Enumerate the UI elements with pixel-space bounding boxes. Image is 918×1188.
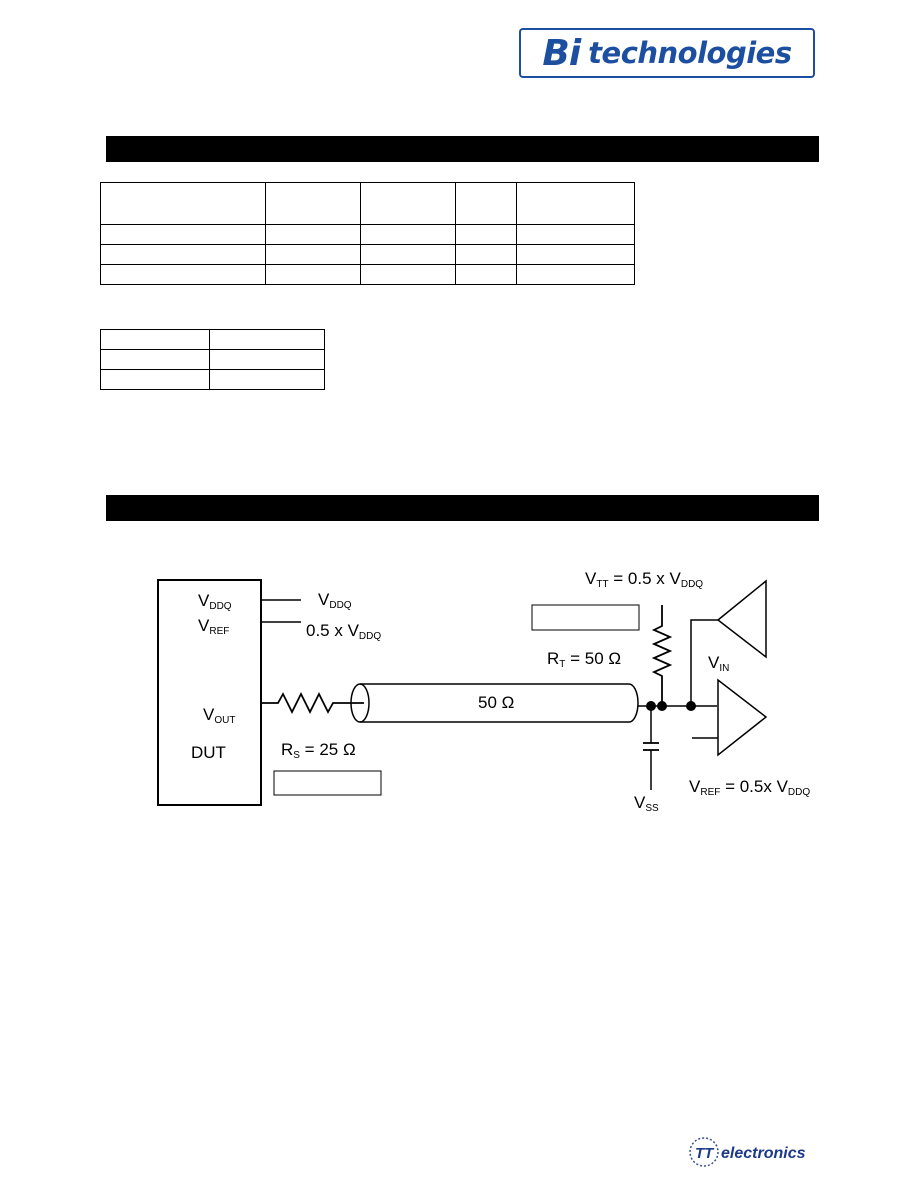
vddq-supply-label: VDDQ [318,590,352,611]
rs-label: RS = 25 Ω [281,740,356,761]
spec-table-2 [100,329,325,390]
vddq-pin-label: VDDQ [198,591,232,612]
table-row [100,369,325,390]
table-row [100,264,635,285]
dut-label: DUT [191,743,226,762]
logo-wordmark: technologies [588,36,792,70]
electronics-wordmark: electronics [721,1145,806,1162]
vss-label: VSS [634,793,659,814]
vout-pin-label: VOUT [203,705,235,726]
table-cell [516,182,635,225]
table-cell [516,264,635,285]
line-impedance-label: 50 Ω [478,693,514,712]
vin-probe-wire [690,619,718,706]
receiver-buffer-icon [717,678,768,757]
rt-label: RT = 50 Ω [547,649,621,670]
junction-dot [646,701,656,711]
rs-value-box [273,770,382,796]
tt-circle-mark [689,1137,719,1167]
scope-probe-icon [716,579,767,659]
table-row [100,244,635,265]
transmission-line-body [360,683,639,723]
dut-box [157,579,262,806]
series-resistor-rs [261,691,364,715]
vref-receiver-label: VREF = 0.5x VDDQ [689,777,810,798]
tt-electronics-logo: TT electronics [689,1137,806,1167]
transmission-line-end [350,683,370,723]
logo-bi-mark: Bi [542,32,581,74]
vref-supply-label: 0.5 x VDDQ [306,621,381,642]
bi-technologies-logo: Bi technologies [519,28,815,78]
table-cell [209,369,325,390]
vref-pin-label: VREF [198,616,229,637]
junction-dot [657,701,667,711]
table-cell [455,182,517,225]
section-header-bar-1 [106,136,819,162]
vin-label: VIN [708,653,729,674]
section-header-bar-2 [106,495,819,521]
termination-resistor-rt [651,605,673,706]
spec-table-1 [100,182,635,285]
vtt-label: VTT = 0.5 x VDDQ [585,569,703,590]
rt-value-box [531,604,640,631]
tt-mark: TT [695,1145,715,1162]
